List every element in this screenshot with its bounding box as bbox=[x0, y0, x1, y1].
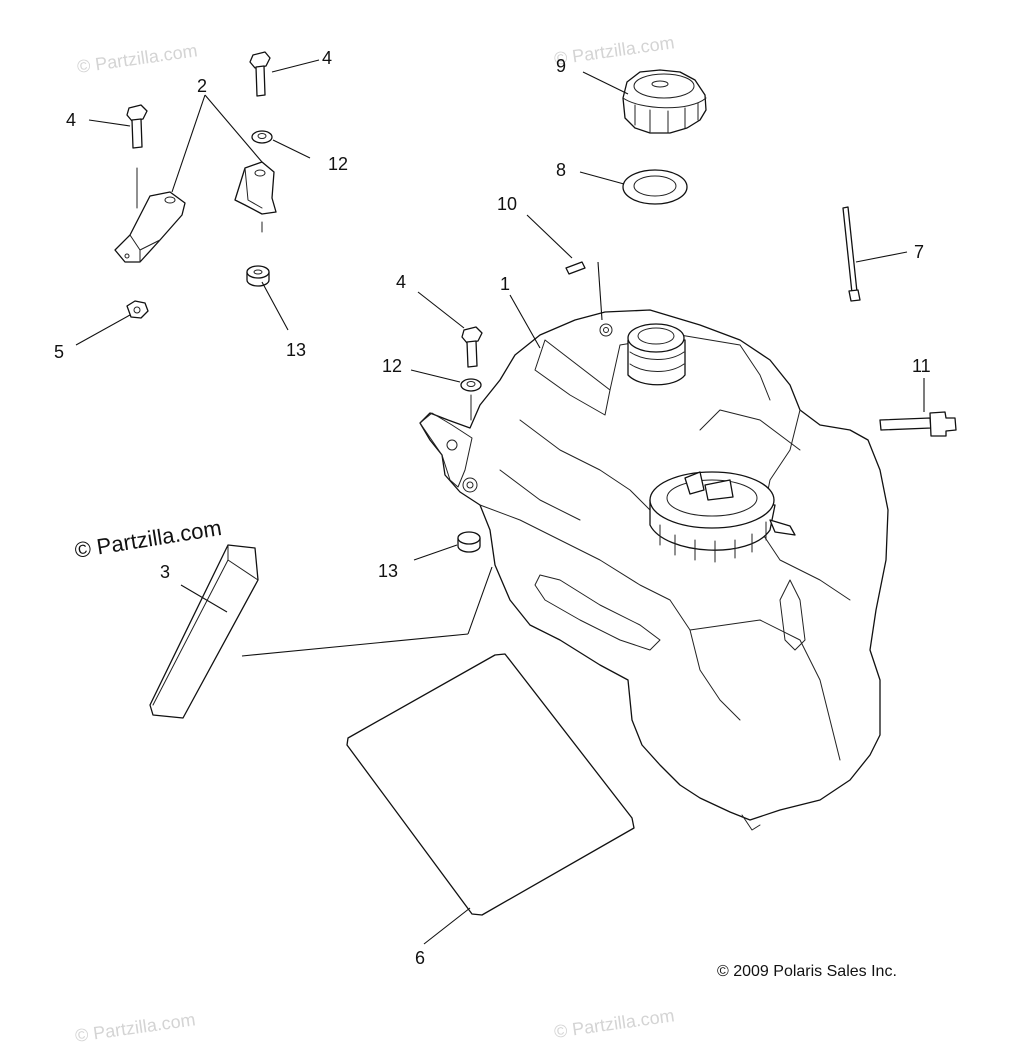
pad bbox=[346, 653, 635, 916]
grommet-tank bbox=[457, 531, 481, 553]
callout-4-left: 4 bbox=[66, 110, 76, 130]
callout-7: 7 bbox=[914, 242, 924, 262]
bracket-right bbox=[234, 161, 277, 233]
fuel-tank bbox=[419, 309, 889, 831]
watermark-top-left: © Partzilla.com bbox=[76, 40, 199, 77]
callout-4-top: 4 bbox=[322, 48, 332, 68]
nut bbox=[126, 300, 149, 319]
callout-9: 9 bbox=[556, 56, 566, 76]
grommet-left bbox=[246, 265, 270, 287]
watermark-bottom-left: © Partzilla.com bbox=[74, 1009, 197, 1046]
bracket-left bbox=[114, 191, 186, 263]
callout-3: 3 bbox=[160, 562, 170, 582]
callout-6: 6 bbox=[415, 948, 425, 968]
bolt-left bbox=[126, 104, 148, 209]
fitting bbox=[879, 411, 957, 437]
fuel-cap bbox=[622, 69, 707, 134]
callout-10: 10 bbox=[497, 194, 517, 214]
callout-4-tank: 4 bbox=[396, 272, 406, 292]
callout-13-left: 13 bbox=[286, 340, 306, 360]
copyright-notice: © 2009 Polaris Sales Inc. bbox=[717, 963, 897, 980]
callout-12-top: 12 bbox=[328, 154, 348, 174]
leader-lines bbox=[75, 59, 925, 945]
washer-tank bbox=[460, 378, 482, 421]
washer-top bbox=[251, 130, 273, 144]
callout-12-tank: 12 bbox=[382, 356, 402, 376]
callout-5: 5 bbox=[54, 342, 64, 362]
bolt-tank bbox=[461, 326, 483, 368]
strap bbox=[842, 206, 861, 302]
foam-pad bbox=[149, 544, 259, 719]
callouts: 4 4 2 12 13 5 3 9 8 10 7 11 4 1 12 13 6 bbox=[54, 48, 931, 968]
gasket bbox=[622, 169, 688, 205]
callout-8: 8 bbox=[556, 160, 566, 180]
bolt-top bbox=[249, 51, 271, 97]
watermark-center-left: © Partzilla.com bbox=[73, 515, 223, 563]
watermark-bottom-right: © Partzilla.com bbox=[553, 1005, 676, 1042]
pin bbox=[565, 261, 586, 275]
callout-13-tank: 13 bbox=[378, 561, 398, 581]
callout-1: 1 bbox=[500, 274, 510, 294]
watermark-top-right: © Partzilla.com bbox=[553, 32, 676, 69]
callout-11: 11 bbox=[912, 356, 931, 376]
callout-2: 2 bbox=[197, 76, 207, 96]
